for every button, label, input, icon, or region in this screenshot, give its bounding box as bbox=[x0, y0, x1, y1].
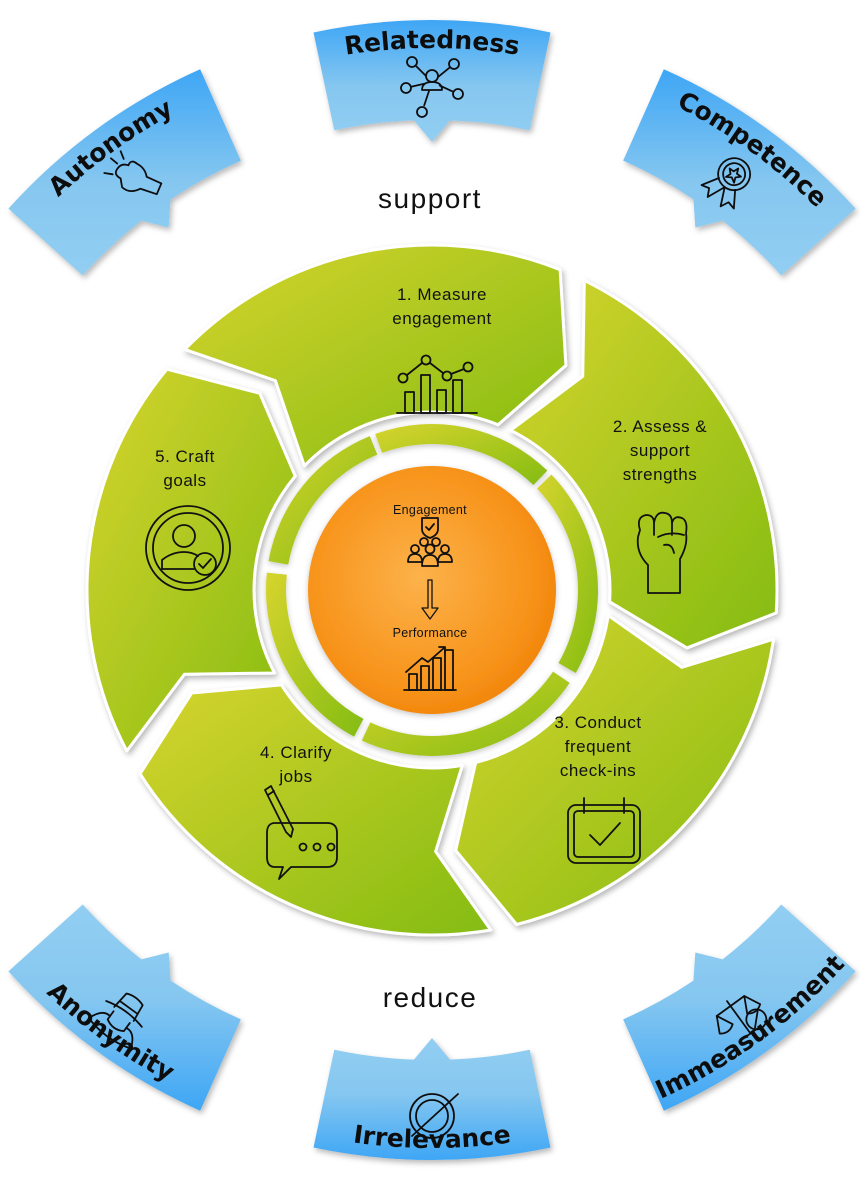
banner-shape bbox=[8, 69, 241, 276]
step-1: 1. Measure engagement bbox=[392, 285, 492, 414]
banner-shape bbox=[313, 19, 551, 142]
team-shield-icon bbox=[407, 517, 453, 567]
user-check-icon bbox=[145, 505, 231, 591]
banner-shape bbox=[8, 904, 241, 1111]
reduce-banner-anonymity: Anonymity bbox=[8, 904, 241, 1111]
banner-shape bbox=[623, 69, 856, 276]
award-ribbon-icon bbox=[700, 157, 752, 210]
reduce-label: reduce bbox=[383, 982, 478, 1013]
growth-chart-icon bbox=[403, 646, 457, 691]
step-label: 2. Assess & bbox=[613, 417, 707, 436]
support-banner-relatedness: Relatedness bbox=[313, 19, 551, 142]
center-bottom-label: Performance bbox=[393, 626, 468, 640]
center-top-label: Engagement bbox=[393, 503, 467, 517]
fist-icon bbox=[636, 511, 688, 594]
network-people-icon bbox=[400, 56, 464, 118]
bar-line-chart-icon bbox=[396, 354, 478, 414]
step-2: 2. Assess & support strengths bbox=[613, 417, 707, 594]
step-label: 1. Measure bbox=[397, 285, 487, 304]
banner-label: Irrelevance bbox=[352, 1120, 512, 1155]
step-5: 5. Craft goals bbox=[145, 447, 231, 591]
step-label: frequent bbox=[565, 737, 631, 756]
empty-set-icon bbox=[409, 1093, 459, 1139]
step-label: check-ins bbox=[560, 761, 636, 780]
support-banner-autonomy: Autonomy bbox=[8, 69, 241, 276]
step-segment-4 bbox=[138, 683, 493, 937]
reduce-banner-immeasurement: Immeasurement bbox=[623, 904, 856, 1111]
step-label: jobs bbox=[278, 767, 312, 786]
raised-fist-icon bbox=[103, 150, 163, 196]
scale-cancel-icon bbox=[715, 995, 768, 1040]
support-banner-competence: Competence bbox=[623, 69, 856, 276]
pen-chat-icon bbox=[264, 785, 338, 880]
banner-shape bbox=[313, 1038, 551, 1161]
inner-ring-segment bbox=[375, 423, 548, 485]
center-circle: Engagement Performance bbox=[308, 466, 556, 714]
step-segment-2 bbox=[509, 278, 779, 650]
step-4: 4. Clarify jobs bbox=[260, 743, 338, 880]
step-label: 5. Craft bbox=[155, 447, 215, 466]
step-segment-5 bbox=[85, 367, 297, 753]
reduce-banner-irrelevance: Irrelevance bbox=[313, 1038, 551, 1161]
inner-ring-segment bbox=[537, 474, 598, 673]
step-segment-1 bbox=[183, 243, 568, 468]
step-label: engagement bbox=[392, 309, 492, 328]
step-label: goals bbox=[163, 471, 206, 490]
step-label: strengths bbox=[623, 465, 697, 484]
down-arrow-icon bbox=[421, 579, 439, 620]
support-label: support bbox=[378, 183, 482, 214]
inner-ring-segment bbox=[361, 671, 570, 756]
step-3: 3. Conduct frequent check-ins bbox=[554, 713, 641, 864]
step-label: support bbox=[630, 441, 690, 460]
step-label: 4. Clarify bbox=[260, 743, 332, 762]
banner-shape bbox=[623, 904, 856, 1111]
step-segment-3 bbox=[454, 613, 775, 926]
inner-ring-segment bbox=[268, 436, 378, 565]
incognito-hat-icon bbox=[87, 992, 144, 1050]
inner-ring-segment bbox=[266, 572, 364, 737]
step-label: 3. Conduct bbox=[554, 713, 641, 732]
calendar-check-icon bbox=[567, 797, 641, 864]
